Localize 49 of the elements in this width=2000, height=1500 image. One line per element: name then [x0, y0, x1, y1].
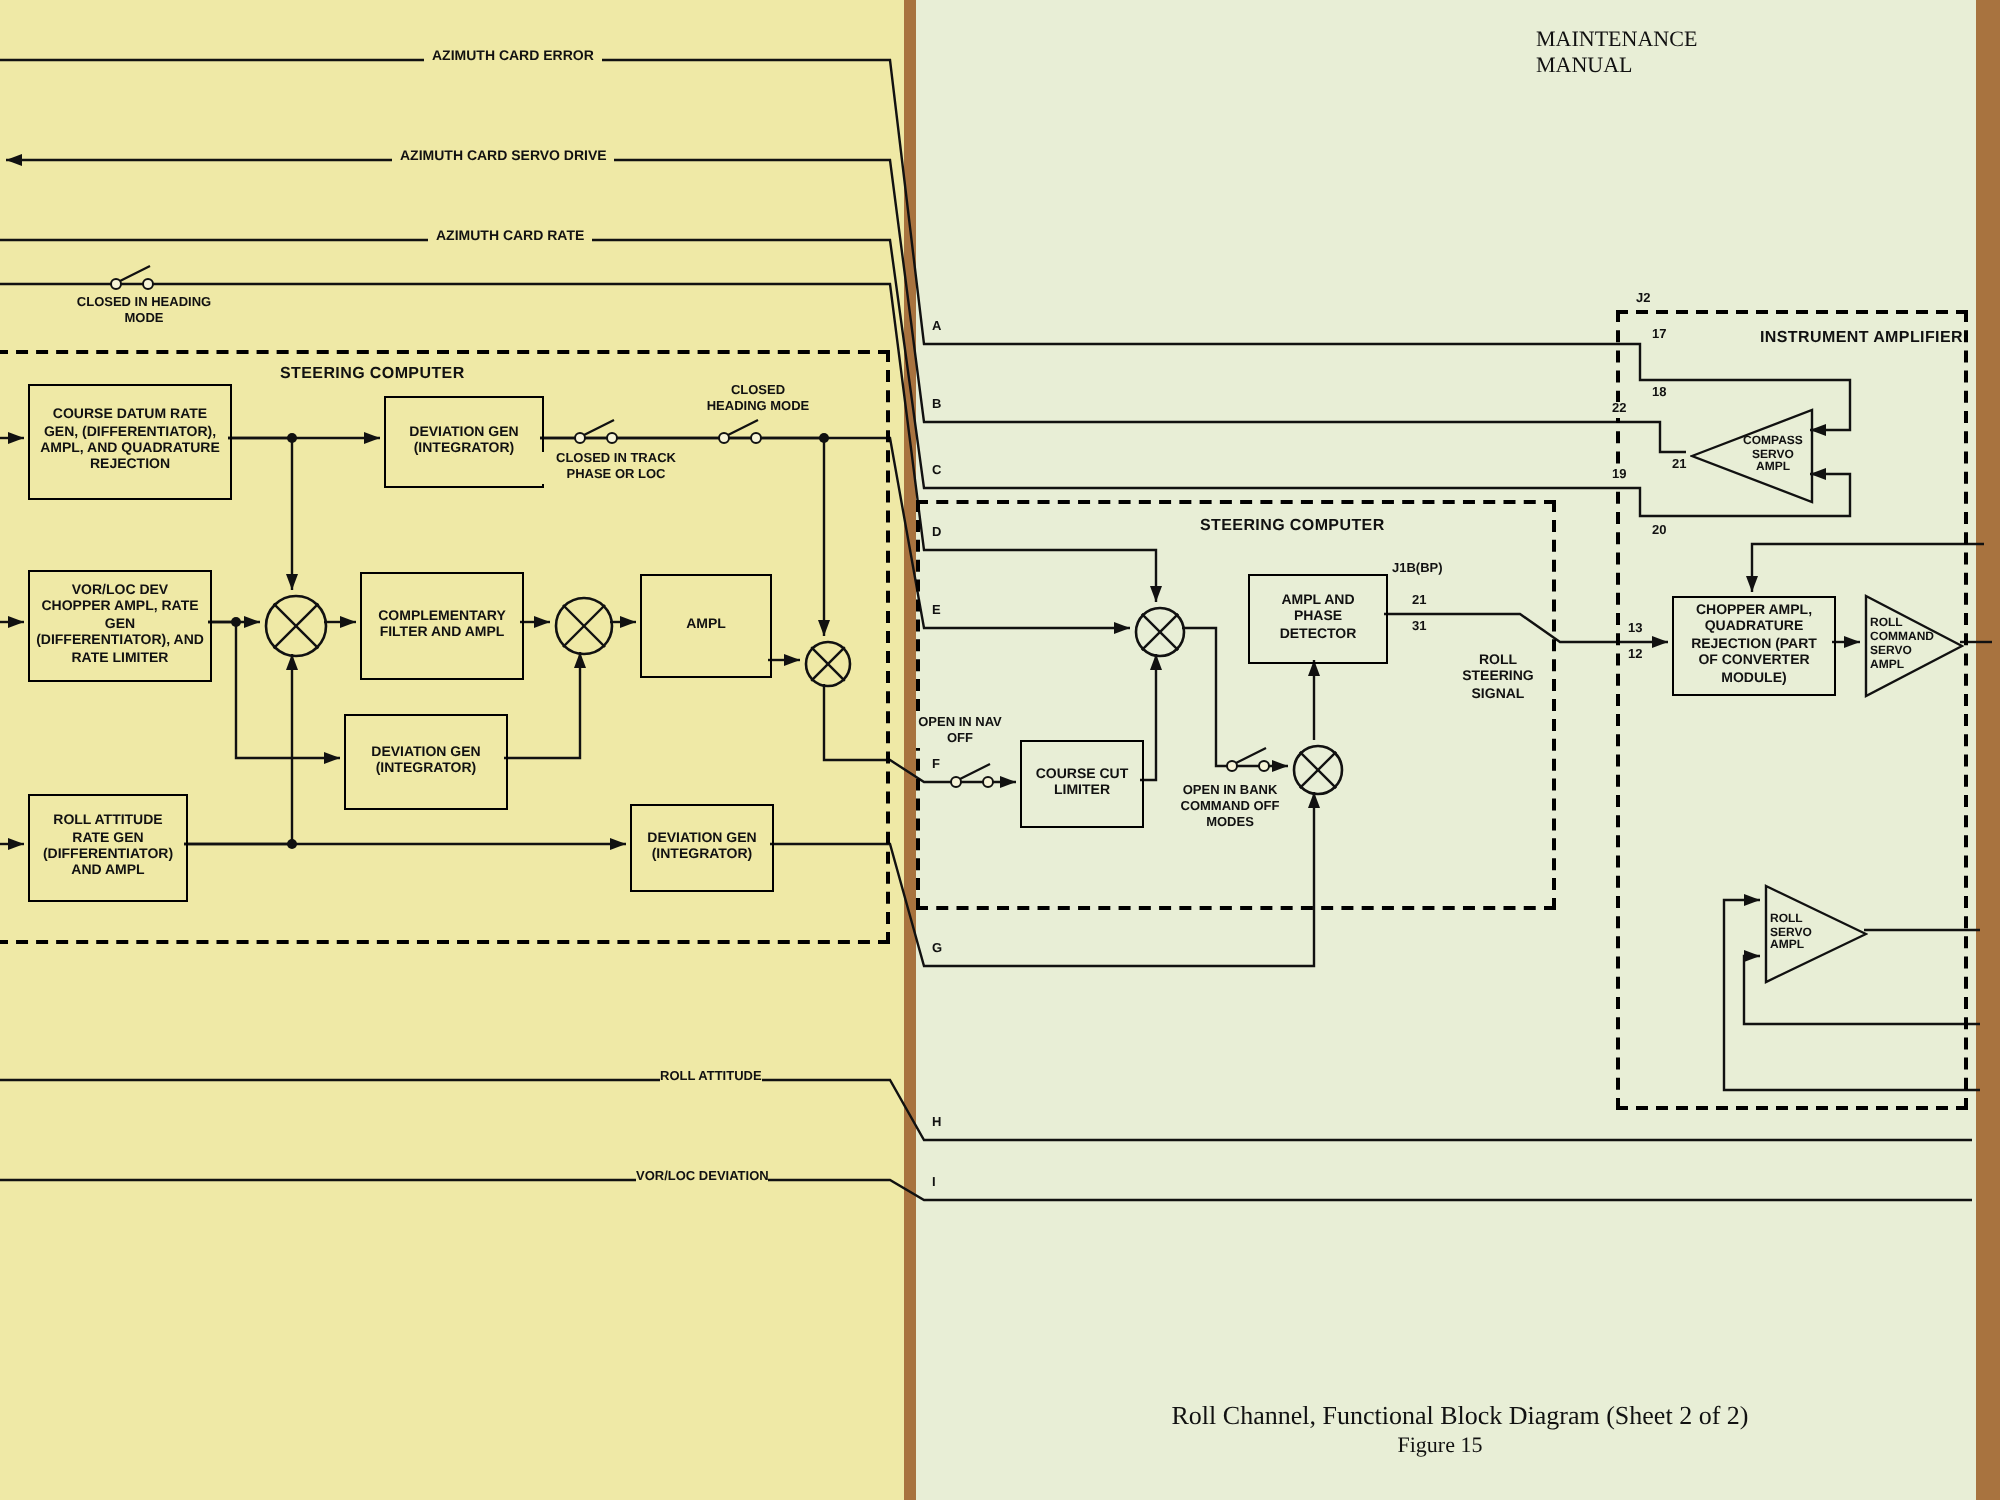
signal-arrow — [540, 436, 1130, 634]
block-box — [1248, 574, 1388, 664]
signal-arrow — [324, 616, 356, 628]
amplifier-symbol — [1764, 884, 1868, 984]
block-box — [28, 794, 188, 902]
signal-arrow — [0, 432, 24, 444]
signal-arrow — [770, 792, 1320, 968]
amplifier-symbol — [1690, 408, 1814, 504]
group-title: STEERING COMPUTER — [280, 362, 465, 386]
signal-arrow — [1746, 542, 1984, 592]
signal-arrow — [768, 654, 800, 666]
group-title: INSTRUMENT AMPLIFIER — [1760, 326, 1963, 350]
block-box — [1672, 596, 1836, 696]
block-box — [28, 570, 212, 682]
signal-arrow — [610, 616, 636, 628]
summing-junction — [554, 596, 614, 656]
signal-arrow — [504, 652, 586, 760]
signal-arrow — [0, 616, 24, 628]
group-title: STEERING COMPUTER — [1200, 514, 1385, 538]
block-box — [28, 384, 232, 500]
caption: Roll Channel, Functional Block Diagram (Sheet 2 of 2) — [1169, 1398, 1751, 1434]
block-box — [640, 574, 772, 678]
signal-arrow — [1722, 894, 1980, 1092]
signal-arrow — [0, 58, 1852, 436]
signal-arrow — [1182, 626, 1288, 772]
signal-arrow — [228, 436, 298, 590]
signal-arrow — [6, 154, 1686, 454]
signal-arrow — [0, 238, 1852, 518]
block-box — [1020, 740, 1144, 828]
signal-arrow — [1140, 654, 1162, 782]
summing-junction — [264, 594, 328, 658]
signal-arrow — [822, 684, 1016, 788]
summing-junction — [804, 640, 852, 688]
block-box — [360, 572, 524, 680]
block-box — [344, 714, 508, 810]
signal-arrow — [1308, 660, 1320, 740]
signal-arrow — [208, 620, 340, 764]
signal-arrow — [0, 282, 1162, 602]
signal-arrow — [1832, 636, 1860, 648]
signal-arrow — [0, 838, 24, 850]
block-box — [384, 396, 544, 488]
signal-arrow — [1384, 612, 1668, 648]
signal-arrow — [184, 838, 626, 850]
amplifier-symbol — [1864, 594, 1964, 698]
signal-arrow — [1742, 950, 1980, 1026]
signal-arrow — [520, 616, 550, 628]
summing-junction — [1134, 606, 1186, 658]
block-box — [630, 804, 774, 892]
summing-junction — [1292, 744, 1344, 796]
